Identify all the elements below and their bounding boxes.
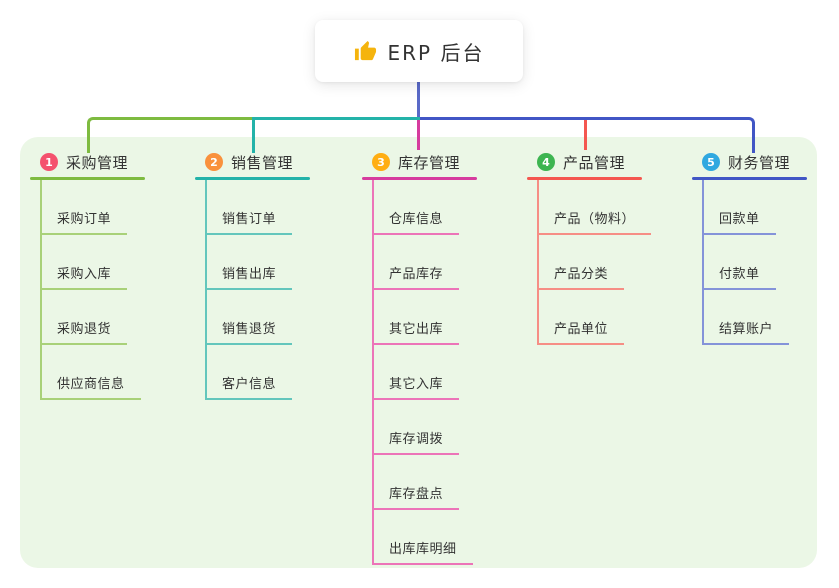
branch-item[interactable]: 采购订单 — [40, 208, 128, 235]
branch-badge-1: 1 — [40, 153, 58, 171]
branch-underline — [527, 177, 642, 180]
branch-item-row: 其它入库 — [362, 345, 534, 400]
branch-item[interactable]: 采购退货 — [40, 318, 128, 345]
branch-5: 5 财务管理 回款单付款单结算账户 — [692, 150, 839, 345]
connector-branch-5 — [420, 117, 755, 153]
branch-item-row: 回款单 — [692, 180, 839, 235]
branch-items: 仓库信息产品库存其它出库其它入库库存调拨库存盘点出库库明细 — [362, 180, 534, 565]
branch-item[interactable]: 库存盘点 — [372, 483, 460, 510]
branch-underline — [362, 177, 477, 180]
branch-item[interactable]: 采购入库 — [40, 263, 128, 290]
branch-item[interactable]: 仓库信息 — [372, 208, 460, 235]
connector-branch-1 — [87, 117, 255, 153]
branch-items: 采购订单采购入库采购退货供应商信息 — [30, 180, 202, 400]
branch-item-row: 销售出库 — [195, 235, 367, 290]
root-title: ERP 后台 — [387, 40, 485, 65]
branch-underline — [692, 177, 807, 180]
branch-item[interactable]: 销售订单 — [205, 208, 293, 235]
tree-line — [40, 180, 42, 400]
branch-item-row: 销售退货 — [195, 290, 367, 345]
branch-badge-5: 5 — [702, 153, 720, 171]
branches-panel — [20, 137, 817, 568]
branch-underline — [30, 177, 145, 180]
branch-item[interactable]: 其它出库 — [372, 318, 460, 345]
branch-item[interactable]: 其它入库 — [372, 373, 460, 400]
branch-items: 销售订单销售出库销售退货客户信息 — [195, 180, 367, 400]
root-stem — [417, 82, 420, 117]
branch-item[interactable]: 出库库明细 — [372, 538, 473, 565]
branch-badge-2: 2 — [205, 153, 223, 171]
tree-line — [702, 180, 704, 345]
branch-item-row: 采购退货 — [30, 290, 202, 345]
branch-item-row: 采购订单 — [30, 180, 202, 235]
branch-header[interactable]: 1 采购管理 — [30, 150, 202, 174]
branch-item-row: 其它出库 — [362, 290, 534, 345]
branch-item-row: 产品分类 — [527, 235, 699, 290]
branch-item-row: 产品库存 — [362, 235, 534, 290]
branch-item[interactable]: 付款单 — [702, 263, 776, 290]
branch-4: 4 产品管理 产品（物料） 产品分类产品单位 — [527, 150, 699, 345]
branch-item-row: 产品（物料） — [527, 180, 699, 235]
branch-item-row: 仓库信息 — [362, 180, 534, 235]
branch-badge-3: 3 — [372, 153, 390, 171]
branch-item[interactable]: 产品（物料） — [537, 208, 652, 235]
branch-item[interactable]: 销售退货 — [205, 318, 293, 345]
branch-label: 库存管理 — [398, 153, 461, 172]
branch-underline — [195, 177, 310, 180]
branch-item-row: 销售订单 — [195, 180, 367, 235]
branch-label: 财务管理 — [728, 153, 791, 172]
branch-2: 2 销售管理 销售订单销售出库销售退货客户信息 — [195, 150, 367, 400]
branch-header[interactable]: 2 销售管理 — [195, 150, 367, 174]
branch-item-row: 产品单位 — [527, 290, 699, 345]
tree-line — [537, 180, 539, 345]
branch-items: 回款单付款单结算账户 — [692, 180, 839, 345]
branch-3: 3 库存管理 仓库信息产品库存其它出库其它入库库存调拨库存盘点出库库明细 — [362, 150, 534, 565]
thumbs-up-icon — [354, 40, 377, 63]
branch-item[interactable]: 产品分类 — [537, 263, 625, 290]
branch-item-row: 出库库明细 — [362, 510, 534, 565]
branch-label: 销售管理 — [231, 153, 294, 172]
branch-item-row: 采购入库 — [30, 235, 202, 290]
branch-badge-4: 4 — [537, 153, 555, 171]
branch-label: 产品管理 — [563, 153, 626, 172]
branch-item-row: 客户信息 — [195, 345, 367, 400]
branch-item[interactable]: 供应商信息 — [40, 373, 141, 400]
branch-header[interactable]: 4 产品管理 — [527, 150, 699, 174]
branch-item[interactable]: 产品单位 — [537, 318, 625, 345]
connector-branch-4 — [584, 120, 587, 150]
branch-items: 产品（物料） 产品分类产品单位 — [527, 180, 699, 345]
branch-item-row: 供应商信息 — [30, 345, 202, 400]
root-node[interactable]: ERP 后台 — [315, 20, 523, 82]
connector-branch-3 — [417, 120, 420, 150]
branch-header[interactable]: 3 库存管理 — [362, 150, 534, 174]
branch-1: 1 采购管理 采购订单采购入库采购退货供应商信息 — [30, 150, 202, 400]
connector-branch-2 — [252, 117, 423, 153]
branch-item[interactable]: 结算账户 — [702, 318, 790, 345]
branch-header[interactable]: 5 财务管理 — [692, 150, 839, 174]
tree-line — [372, 180, 374, 565]
branch-item-row: 结算账户 — [692, 290, 839, 345]
branch-item[interactable]: 库存调拨 — [372, 428, 460, 455]
branch-item[interactable]: 客户信息 — [205, 373, 293, 400]
branch-label: 采购管理 — [66, 153, 129, 172]
branch-item[interactable]: 产品库存 — [372, 263, 460, 290]
branch-item-row: 库存盘点 — [362, 455, 534, 510]
branch-item-row: 付款单 — [692, 235, 839, 290]
branch-item[interactable]: 销售出库 — [205, 263, 293, 290]
branch-item[interactable]: 回款单 — [702, 208, 776, 235]
tree-line — [205, 180, 207, 400]
branch-item-row: 库存调拨 — [362, 400, 534, 455]
